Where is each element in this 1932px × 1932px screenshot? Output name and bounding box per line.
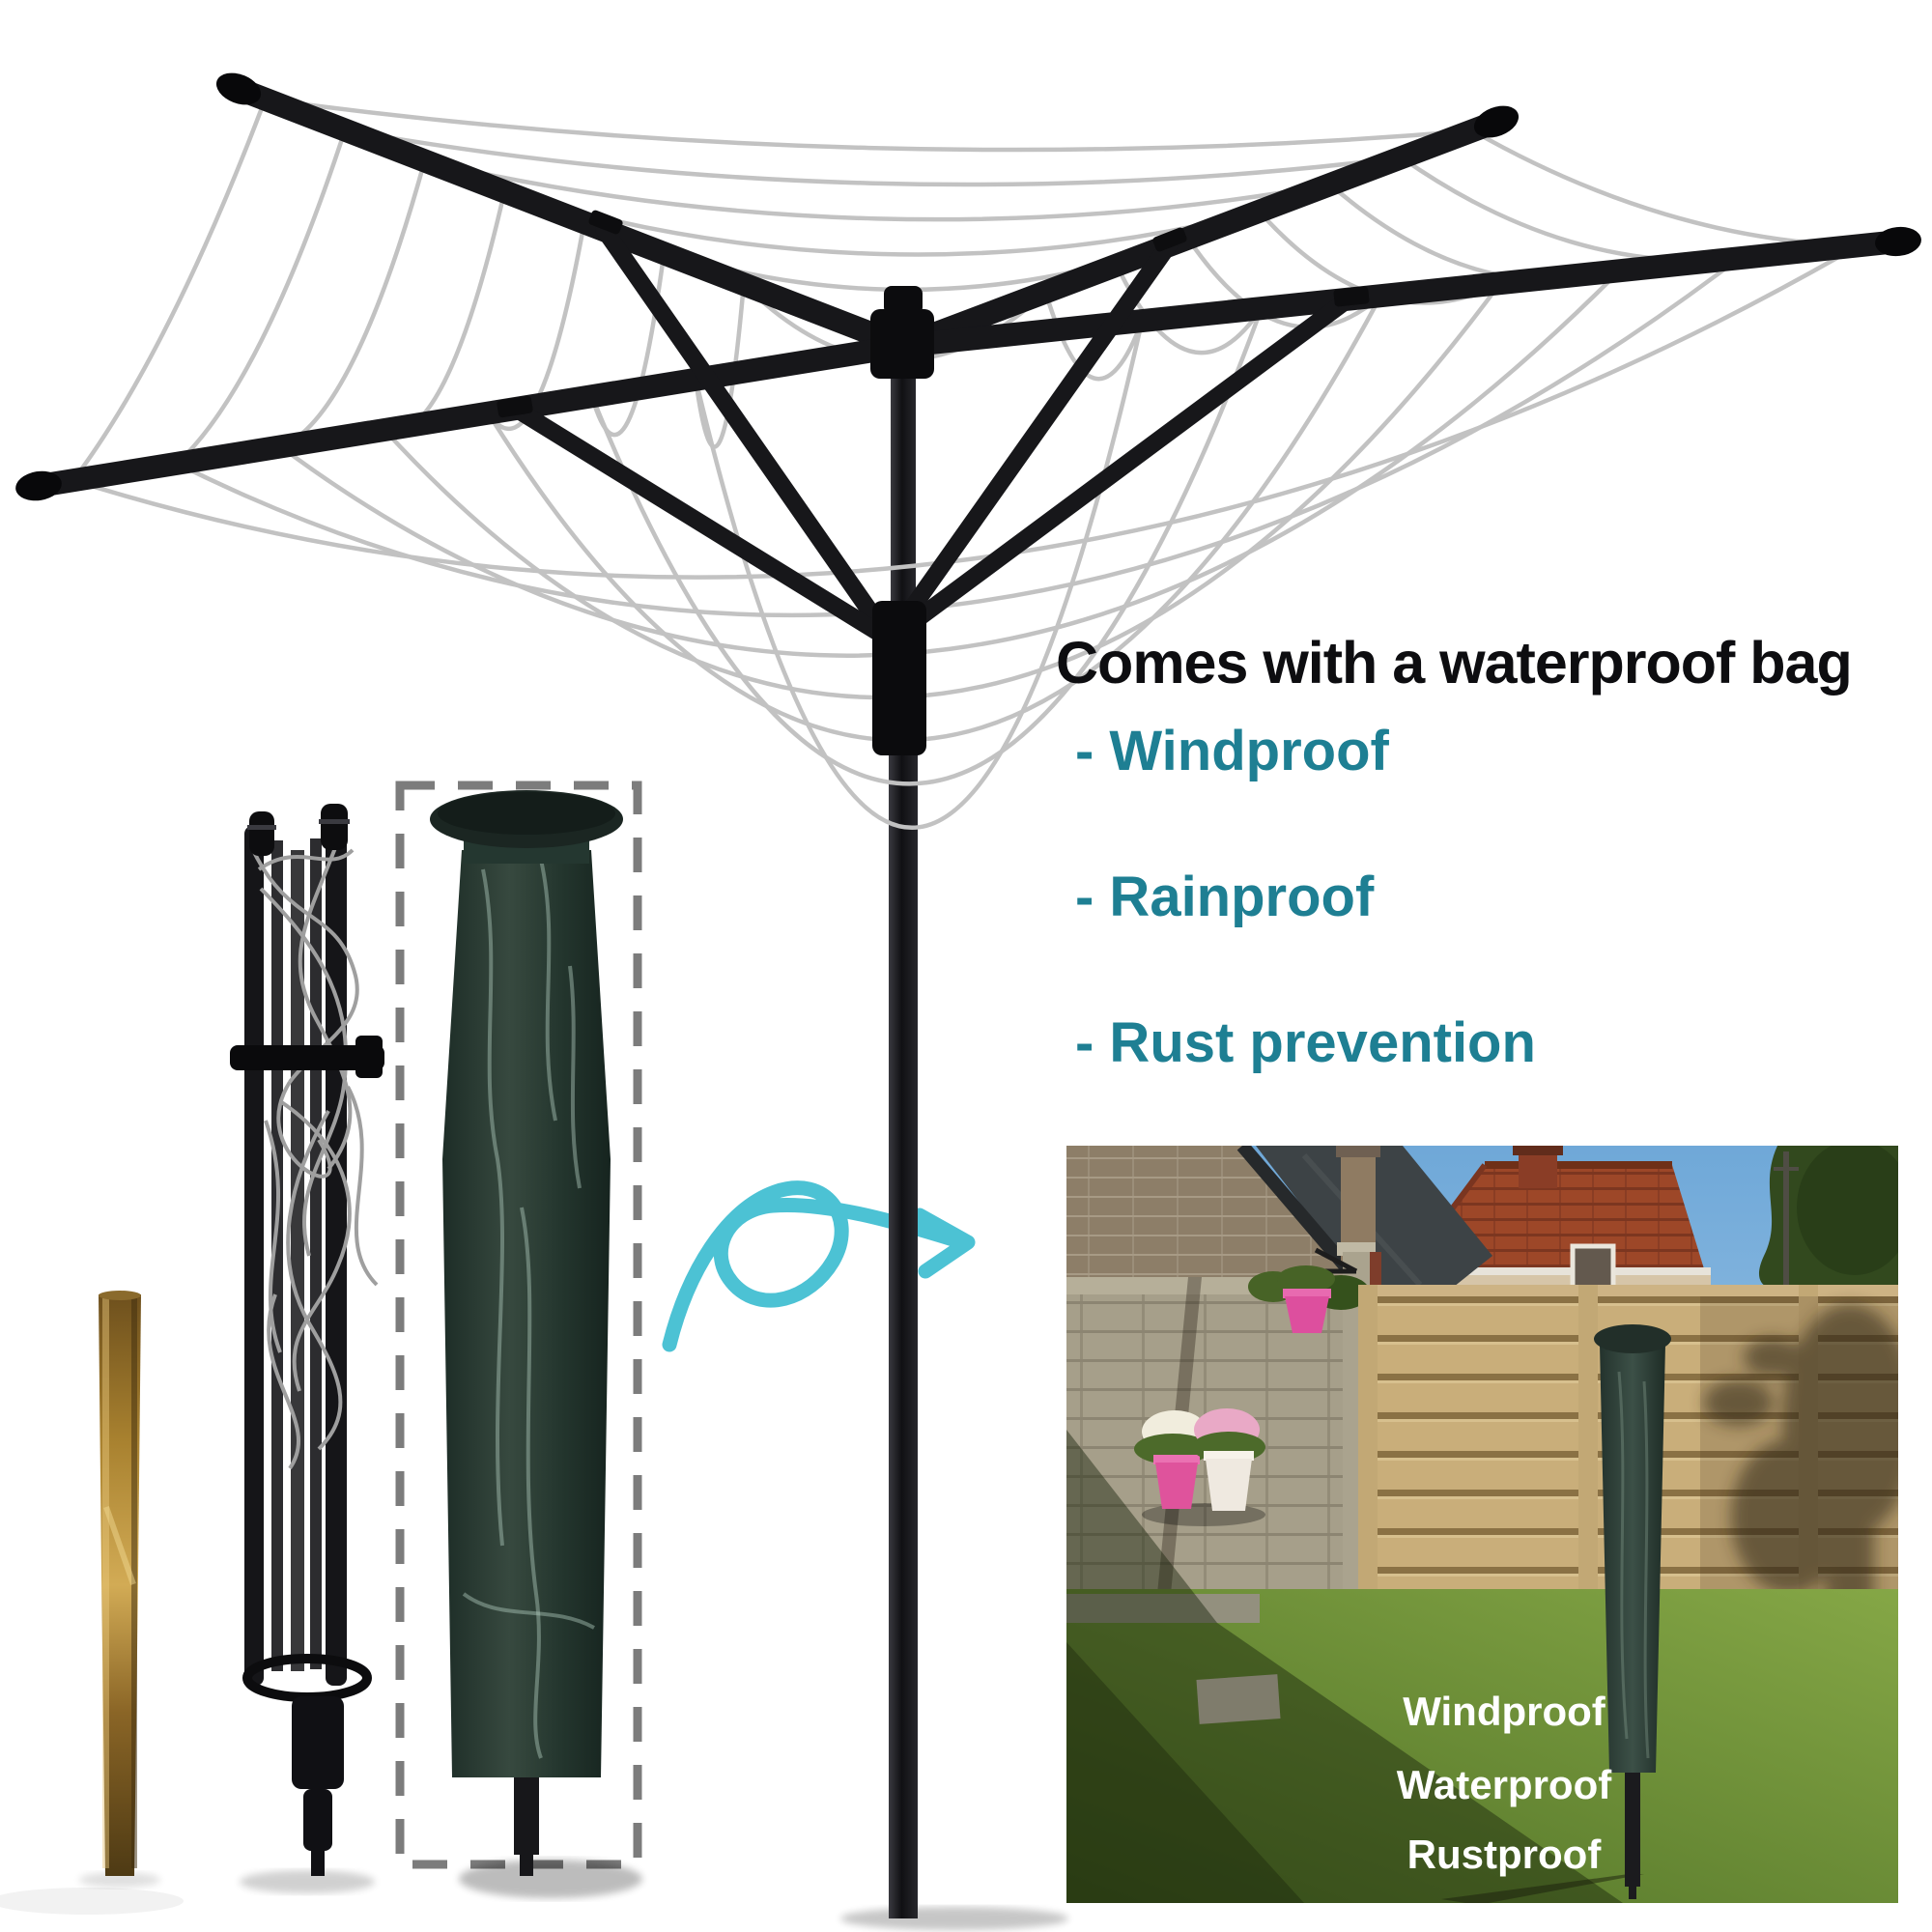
clothesline-wires-front xyxy=(71,98,1860,831)
airer-shadow xyxy=(1441,1874,1644,1903)
clothesline-wire xyxy=(344,128,1403,187)
hanging-pot xyxy=(1285,1296,1329,1333)
headline: Comes with a waterproof bag xyxy=(1056,629,1853,696)
clothesline-wire xyxy=(693,284,747,449)
rotary-airer-cutout xyxy=(15,72,1921,1930)
clothesline-wire xyxy=(383,281,1502,700)
cover-bag xyxy=(1600,1345,1665,1773)
airer-pole xyxy=(1625,1773,1640,1887)
waterproof-cover-cutout xyxy=(430,790,642,1898)
feature-list: - Windproof - Rainproof - Rust preventio… xyxy=(1075,717,1536,1154)
base-sleeve xyxy=(292,1696,344,1789)
photo-tree xyxy=(1758,1146,1898,1293)
clothesline-wire xyxy=(589,307,1264,786)
photo-flower-pots xyxy=(1134,1408,1265,1526)
photo-label-waterproof: Waterproof xyxy=(1397,1762,1612,1807)
clothesline-wire xyxy=(694,320,1145,831)
clothesline-wire xyxy=(384,190,507,435)
pole-ground-shadow xyxy=(840,1907,1068,1930)
clothesline-wire xyxy=(1185,237,1382,329)
waterproof-cover-bag xyxy=(442,850,611,1777)
lawn-shadow xyxy=(1066,1430,1623,1903)
folded-arm-tips xyxy=(247,804,350,856)
clothesline-wire xyxy=(486,295,1383,743)
clothesline-wire xyxy=(176,256,1741,618)
airer-struts xyxy=(505,220,1359,648)
clothesline-wire xyxy=(589,252,667,438)
arm-end-caps xyxy=(15,72,1921,501)
clothesline-wire xyxy=(72,243,1860,580)
garden-photo: Windproof Waterproof Rustproof xyxy=(1066,1146,1898,1903)
folded-airer-cutout xyxy=(230,804,384,1893)
airer-pole xyxy=(889,744,918,1918)
curly-arrow-icon xyxy=(662,1180,976,1352)
clothesline-wire xyxy=(175,128,348,466)
photo-covered-airer xyxy=(1441,1324,1671,1903)
strut-collar xyxy=(872,601,926,755)
clothesline-wire xyxy=(1400,156,1740,263)
binding-strap xyxy=(230,1045,384,1070)
clothesline-wire xyxy=(424,158,1331,222)
airer-arms xyxy=(27,77,1910,497)
gutter xyxy=(1398,1267,1711,1276)
clothesline-wire xyxy=(279,159,427,449)
photo-lawn xyxy=(1066,1430,1898,1903)
folded-airer-frame xyxy=(244,816,347,1686)
fence-post xyxy=(1358,1285,1378,1646)
corner-smudge xyxy=(0,1888,184,1915)
clothesline-wire xyxy=(71,98,268,482)
white-pot xyxy=(1206,1459,1252,1511)
photo-label-rustproof: Rustproof xyxy=(1407,1832,1603,1877)
clothesline-wire xyxy=(279,269,1622,658)
feature-item-windproof: - Windproof xyxy=(1075,720,1389,782)
tangled-lines xyxy=(251,839,379,1470)
ground-spike xyxy=(99,1294,141,1876)
airer-hub xyxy=(870,309,934,379)
bag-crinkles xyxy=(462,859,595,1759)
feature-item-rust-prevention: - Rust prevention xyxy=(1075,1011,1536,1074)
airer-pole-upper xyxy=(891,377,916,618)
paving-slab xyxy=(1196,1674,1281,1724)
pink-pot xyxy=(1155,1463,1198,1509)
fence-post xyxy=(1578,1285,1598,1646)
strut-brackets xyxy=(497,210,1370,418)
feature-item-rainproof: - Rainproof xyxy=(1075,866,1375,928)
photo-label-windproof: Windproof xyxy=(1403,1689,1606,1734)
photo-hanging-basket xyxy=(1248,1247,1370,1333)
clothesline-wire xyxy=(265,97,1473,153)
patio xyxy=(1066,1594,1260,1623)
tree-shadow-on-fence xyxy=(1704,1304,1898,1642)
ground-spike-cutout xyxy=(79,1291,160,1888)
cover-pole xyxy=(514,1777,539,1855)
dashed-highlight-frame xyxy=(395,781,642,1869)
